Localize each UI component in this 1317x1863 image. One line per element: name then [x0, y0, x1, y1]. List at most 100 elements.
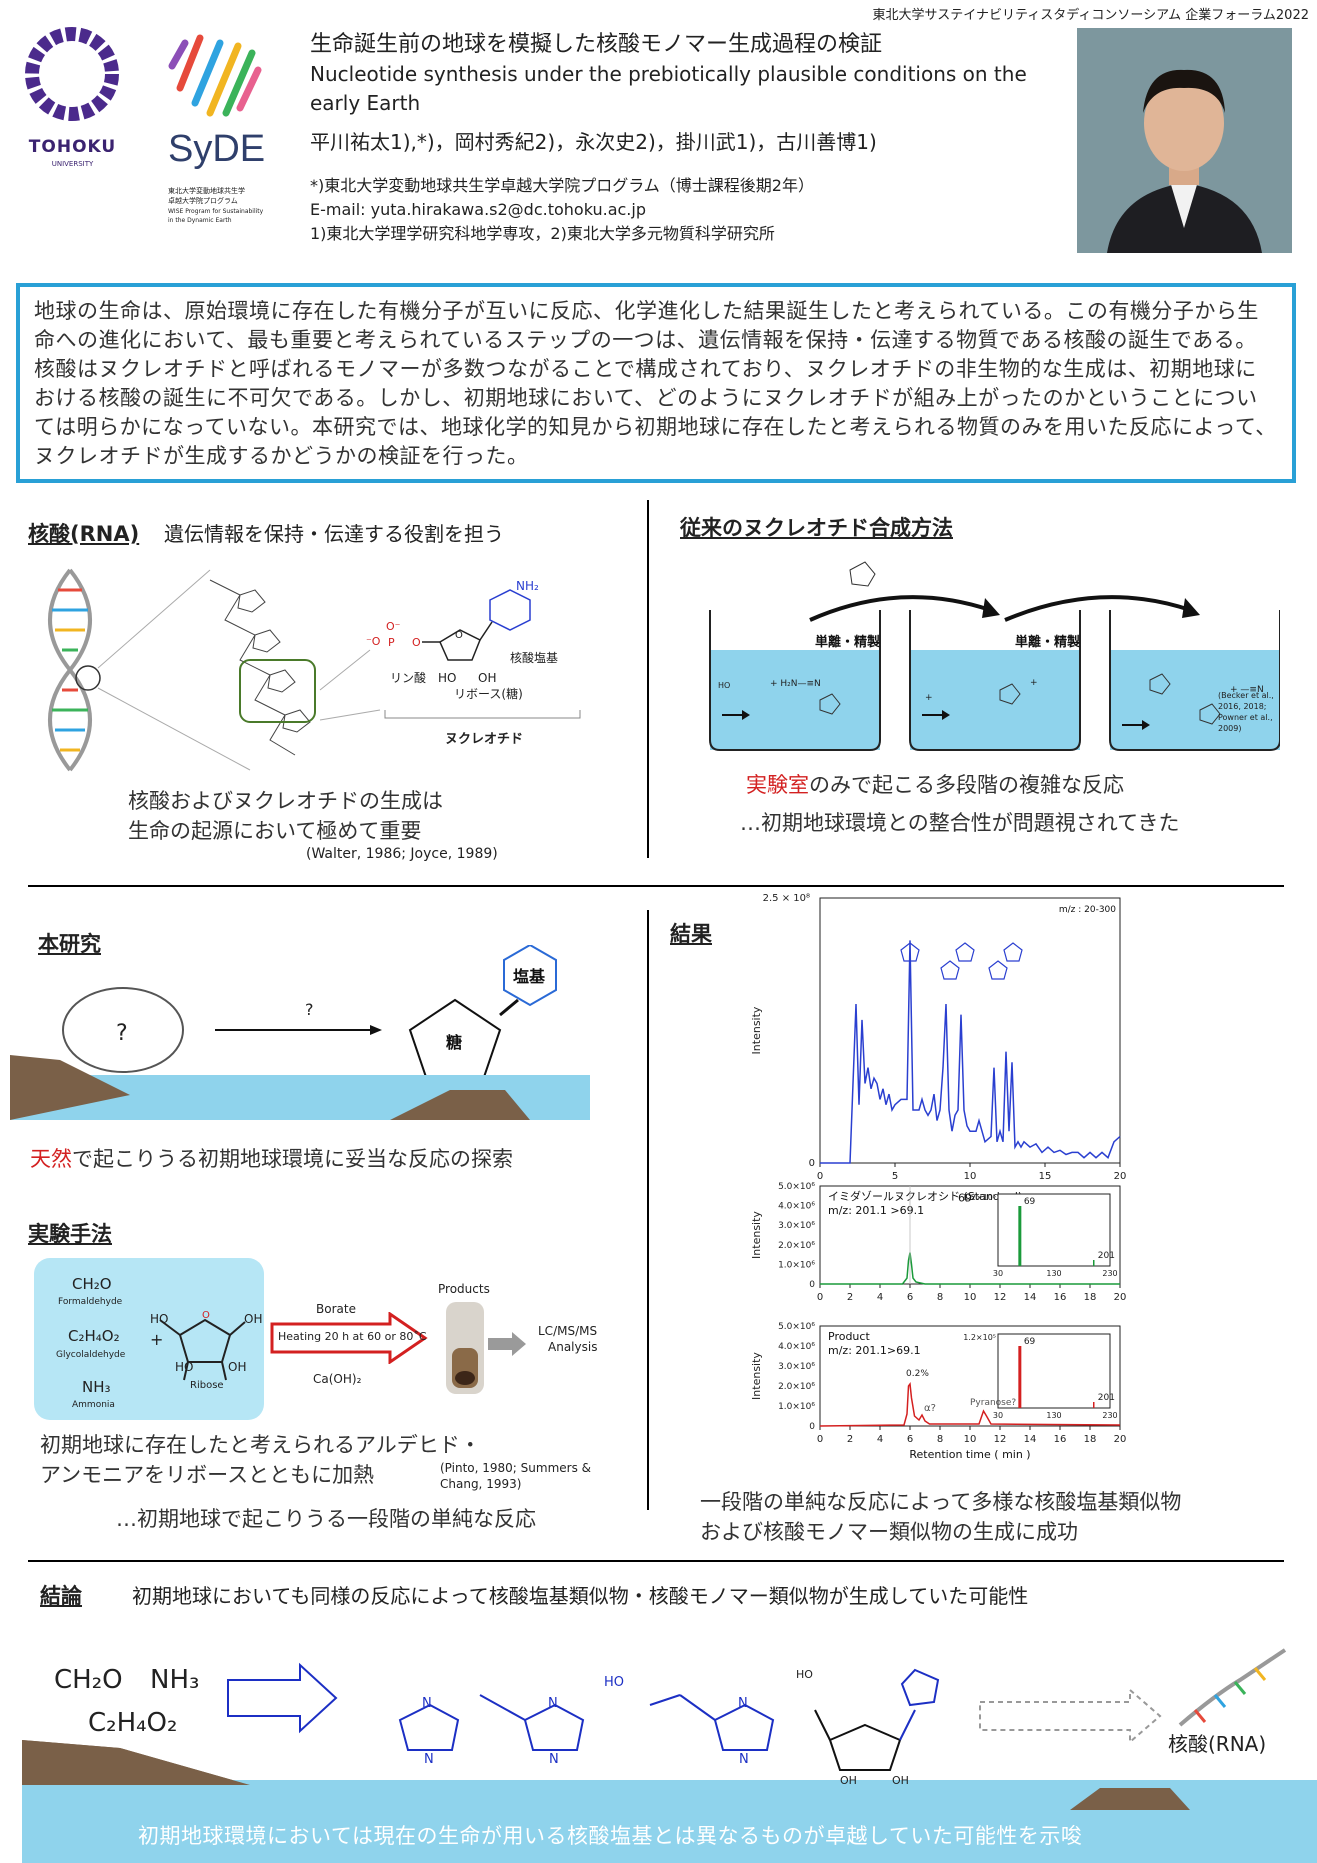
glycolaldehyde-formula: C₂H₄O₂ — [68, 1327, 120, 1345]
peak-structure-icon — [900, 942, 920, 962]
ribose-oh-bottom: OH — [228, 1360, 247, 1374]
transfer-arrow-2 — [1004, 595, 1191, 622]
x-axis-label: Retention time ( min ) — [909, 1448, 1030, 1461]
chart-frame — [819, 897, 1121, 1164]
svg-text:O⁻: O⁻ — [386, 620, 401, 633]
y-max-label: 2.5 × 10⁸ — [763, 893, 810, 904]
inset-x-tick-label: 130 — [1046, 1269, 1061, 1278]
y-tick-label: 3.0×10⁶ — [778, 1221, 815, 1231]
affiliation-units: 1)東北大学理学研究科地学専攻，2)東北大学多元物質科学研究所 — [310, 224, 775, 243]
chart-annotation: m/z: 201.1 >69.1 — [828, 1204, 924, 1217]
conclusion-banner: 初期地球環境においては現在の生命が用いる核酸塩基とは異なるものが卓越していた可能… — [138, 1824, 1083, 1848]
x-tick-label: 10 — [964, 1171, 977, 1182]
x-tick-label: 14 — [1024, 1434, 1037, 1445]
x-tick-label: 16 — [1054, 1434, 1067, 1445]
results-caption: 一段階の単純な反応によって多様な核酸塩基類似物 および核酸モノマー類似物の生成に… — [700, 1487, 1181, 1547]
conclusion-section-title: 結論 — [40, 1584, 82, 1608]
formula-ammonia: NH₃ — [150, 1665, 200, 1695]
tohoku-emblem-icon — [25, 27, 119, 121]
ho-label: HO — [438, 671, 456, 685]
formula-glycolaldehyde: C₂H₄O₂ — [88, 1708, 178, 1738]
ribose-name: Ribose — [190, 1380, 224, 1391]
y-tick-label: 2.0×10⁶ — [778, 1241, 815, 1251]
method-caption-3: …初期地球で起こりうる一段階の単純な反応 — [116, 1507, 536, 1531]
x-tick-label: 15 — [1039, 1171, 1052, 1182]
syde-logo: SyDE 東北大学変動地球共生学 卓越大学院プログラム WISE Program… — [160, 18, 280, 248]
series-line — [820, 940, 1121, 1164]
svg-text:⁻O: ⁻O — [366, 635, 381, 648]
svg-text:O: O — [455, 630, 463, 641]
x-tick-label: 18 — [1084, 1434, 1097, 1445]
syde-logo-sub1: 東北大学変動地球共生学 — [168, 187, 245, 195]
inset-peak-label: 201 — [1098, 1251, 1115, 1261]
calcium-hydroxide-label: Ca(OH)₂ — [313, 1372, 362, 1386]
methylimidazole-icon — [479, 1694, 585, 1751]
tohoku-logo-subtext: UNIVERSITY — [51, 160, 94, 168]
rna-strand-icon — [1178, 1648, 1287, 1727]
y-tick-label: 3.0×10⁶ — [778, 1362, 815, 1372]
conclusion-text: 初期地球においても同様の反応によって核酸塩基類似物・核酸モノマー類似物が生成して… — [132, 1584, 1029, 1608]
nh2-label: NH₂ — [516, 579, 539, 593]
inset-peak-label: 201 — [1098, 1393, 1115, 1403]
method-caption-line2: アンモニアをリボースとともに加熱 — [40, 1463, 375, 1487]
conventional-citation: (Becker et al., 2016, 2018; Powner et al… — [1218, 691, 1274, 733]
affiliations: *)東北大学変動地球共生学卓越大学院プログラム（博士課程後期2年） E-mail… — [310, 174, 814, 246]
ground-left — [10, 1055, 130, 1120]
x-tick-label: 12 — [994, 1292, 1007, 1303]
x-tick-label: 6 — [907, 1292, 913, 1303]
rna-section-title: 核酸(RNA) — [28, 522, 140, 546]
inset-x-tick-label: 230 — [1102, 1411, 1117, 1420]
hydroxymethylimidazole-icon — [649, 1694, 775, 1751]
svg-text:O: O — [412, 636, 421, 649]
x-tick-label: 6 — [907, 1434, 913, 1445]
x-tick-label: 16 — [1054, 1292, 1067, 1303]
peak-structure-icon — [988, 960, 1008, 980]
method-caption: 初期地球に存在したと考えられるアルデヒド・ アンモニアをリボースとともに加熱 — [40, 1430, 481, 1490]
x-tick-label: 8 — [937, 1292, 943, 1303]
x-tick-label: 5 — [892, 1171, 898, 1182]
base-label: 塩基 — [513, 967, 546, 986]
y-tick-label: 0 — [809, 1280, 815, 1290]
x-tick-label: 20 — [1114, 1292, 1127, 1303]
sugar-label: 糖 — [446, 1033, 462, 1052]
phosphate-label: リン酸 — [390, 670, 426, 685]
nucleotide-label: ヌクレオチド — [445, 732, 523, 747]
author-portrait-icon — [1077, 28, 1292, 253]
inset-y-max-label: 1.2×10⁵ — [963, 1193, 996, 1202]
syde-logo-sub4: in the Dynamic Earth — [168, 217, 232, 224]
intro-box: 地球の生命は、原始環境に存在した有機分子が互いに反応、化学進化した結果誕生したと… — [16, 283, 1296, 483]
inset-frame — [997, 1333, 1111, 1409]
conclusion-ground-right — [1070, 1788, 1190, 1810]
inset-y-max-label: 1.2×10⁵ — [963, 1333, 996, 1342]
ammonia-name: Ammonia — [72, 1400, 115, 1410]
y-axis-label: Intensity — [750, 1352, 763, 1400]
analysis-arrow-icon — [488, 1332, 526, 1356]
ribose-ho-top: HO — [150, 1312, 169, 1326]
study-caption: 天然で起こりうる初期地球環境に妥当な反応の探索 — [30, 1144, 513, 1174]
lab-highlight: 実験室 — [746, 773, 809, 797]
inset-x-tick-label: 30 — [993, 1411, 1003, 1420]
rna-caption-line2: 生命の起源において極めて重要 — [128, 819, 422, 843]
heating-label: Heating 20 h at 60 or 80˚C — [278, 1330, 427, 1343]
divider-vertical-top — [647, 500, 649, 858]
y-axis-label: Intensity — [750, 1006, 763, 1054]
imidazole-icon — [398, 1703, 460, 1751]
inset-x-tick-label: 230 — [1102, 1269, 1117, 1278]
divider-horizontal-1 — [28, 885, 1284, 887]
y-tick-label: 1.0×10⁶ — [778, 1260, 815, 1270]
results-section-title: 結果 — [670, 922, 712, 946]
unknown-reactant-ellipse — [62, 987, 184, 1073]
tohoku-logo-text: TOHOKU — [28, 137, 117, 157]
affiliation-program: *)東北大学変動地球共生学卓越大学院プログラム（博士課程後期2年） — [310, 176, 814, 195]
conventional-synthesis-diagram: HO + H₂N—≡N + + + —≡N 単離・精製 単離・精製 — [709, 561, 1280, 751]
chart-annotation: m/z: 201.1>69.1 — [828, 1344, 921, 1357]
hydroxymethyl-n-bottom: N — [739, 1752, 749, 1767]
beaker-1 — [709, 610, 881, 751]
isolation-step-2: 単離・精製 — [1015, 634, 1080, 650]
x-tick-label: 2 — [847, 1434, 853, 1445]
nucleoside-ho: HO — [796, 1668, 813, 1681]
ribose-ho-bottom: HO — [175, 1360, 194, 1374]
inset-frame — [997, 1193, 1111, 1267]
ammonia-formula: NH₃ — [82, 1378, 111, 1396]
